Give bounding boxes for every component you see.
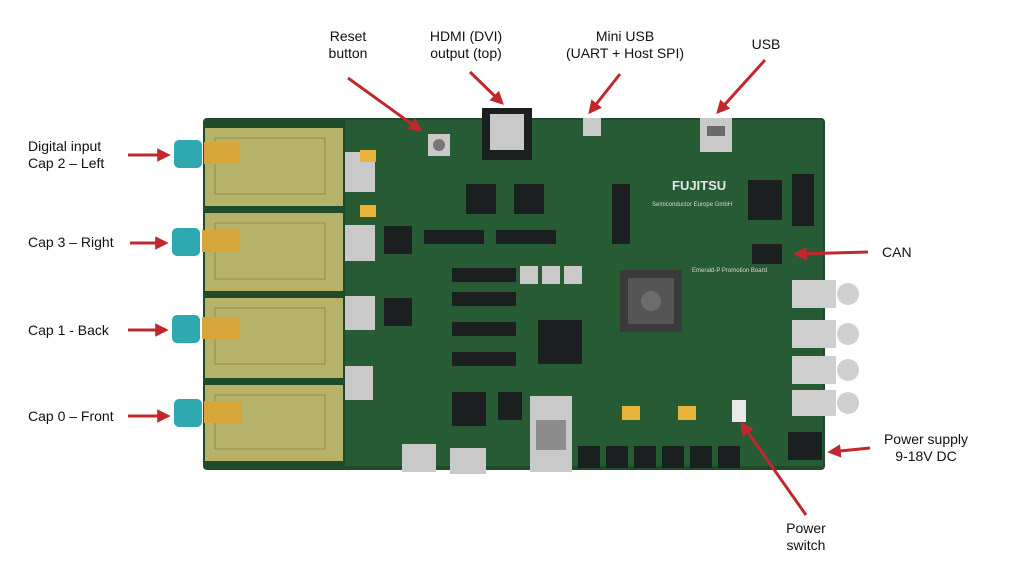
- chip-3: [384, 226, 412, 254]
- ribbon-connector-2: [792, 174, 814, 226]
- bnc-connectors: [792, 280, 859, 416]
- connector-cap0: [174, 399, 242, 427]
- label-usb: USB: [751, 36, 781, 52]
- board-logo: FUJITSU: [672, 178, 726, 193]
- label-cap0-front: Cap 0 – Front: [28, 408, 114, 424]
- mini-usb-connector: [583, 118, 601, 136]
- side-connector-2: [345, 225, 375, 261]
- memory-row-5: [452, 322, 516, 336]
- ribbon-connector: [612, 184, 630, 244]
- arrow-power-supply: [827, 444, 871, 458]
- can-connector: [752, 244, 782, 264]
- memory-row-3: [452, 268, 516, 282]
- chip-2: [514, 184, 544, 214]
- connector-cap3: [172, 228, 240, 256]
- arrow-hdmi: [468, 70, 504, 105]
- memory-row-6: [452, 352, 516, 366]
- arrow-miniusb: [588, 73, 622, 115]
- arrow-can: [793, 246, 869, 261]
- chip-1: [466, 184, 496, 214]
- annotation-arrows: [128, 58, 871, 516]
- memory-row-2: [496, 230, 556, 244]
- label-power-switch: Power switch: [786, 520, 826, 553]
- arrow-usb: [716, 58, 767, 115]
- memory-row-1: [424, 230, 484, 244]
- board-name: Emerald-P Promotion Board: [692, 268, 767, 274]
- chip-5: [748, 180, 782, 220]
- daughter-board-cap2: [205, 128, 343, 206]
- label-mini-usb: Mini USB (UART + Host SPI): [565, 28, 685, 61]
- side-connector-4: [345, 366, 373, 400]
- inductors: [578, 446, 740, 468]
- bottom-hdmi: [450, 448, 486, 474]
- chip-7: [452, 392, 486, 426]
- label-cap2-left: Digital input Cap 2 – Left: [28, 138, 105, 171]
- power-switch-part: [732, 400, 746, 422]
- side-connector-3: [345, 296, 375, 330]
- connector-cap1: [172, 315, 240, 343]
- arrow-power-switch: [740, 421, 808, 516]
- label-power-supply: Power supply 9-18V DC: [883, 431, 969, 464]
- arrow-reset: [347, 76, 423, 132]
- memory-row-4: [452, 292, 516, 306]
- power-jack: [788, 432, 822, 460]
- bottom-usb: [402, 444, 436, 472]
- label-cap1-back: Cap 1 - Back: [28, 322, 109, 338]
- chip-6: [538, 320, 582, 364]
- chip-4: [384, 298, 412, 326]
- label-cap3-right: Cap 3 – Right: [28, 234, 114, 250]
- main-pcb-inner: [345, 120, 823, 466]
- connector-cap2: [174, 140, 240, 168]
- board-logo-sub: Semiconductor Europe GmbH: [652, 202, 732, 208]
- label-reset-button: Reset button: [328, 28, 368, 61]
- label-hdmi-output: HDMI (DVI) output (top): [429, 28, 503, 61]
- chip-8: [498, 392, 522, 420]
- label-can: CAN: [882, 244, 912, 260]
